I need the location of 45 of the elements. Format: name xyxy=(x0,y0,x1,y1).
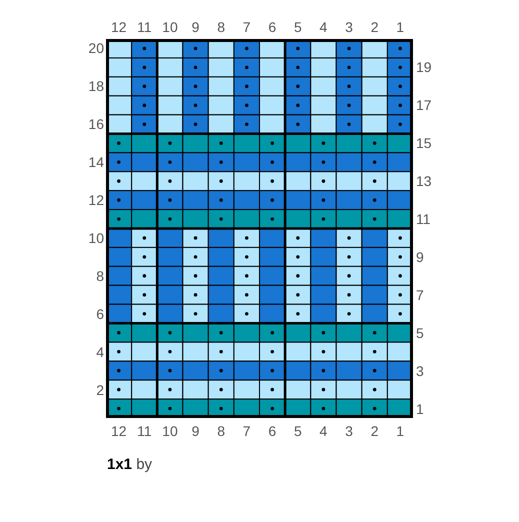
row-number: 5 xyxy=(416,326,424,340)
row-number: 14 xyxy=(88,155,104,170)
row-number: 12 xyxy=(88,193,104,208)
row-number: 7 xyxy=(416,288,424,302)
column-number: 8 xyxy=(217,20,226,34)
row-number: 9 xyxy=(416,250,424,264)
column-number: 4 xyxy=(320,424,328,438)
column-number: 5 xyxy=(294,424,302,438)
column-number: 6 xyxy=(268,424,276,438)
row-number: 15 xyxy=(416,136,432,150)
row-number: 13 xyxy=(416,174,432,188)
chart-title: 1x1 by xyxy=(107,457,152,472)
row-number: 11 xyxy=(416,212,431,226)
column-number: 4 xyxy=(320,20,328,34)
row-number: 6 xyxy=(96,306,104,321)
row-number: 20 xyxy=(88,41,104,56)
column-number: 2 xyxy=(370,424,379,438)
column-number: 7 xyxy=(242,424,251,438)
column-number: 3 xyxy=(345,20,353,34)
row-number: 2 xyxy=(96,382,104,397)
column-number: 12 xyxy=(111,20,127,34)
column-number: 11 xyxy=(137,20,152,34)
column-number: 1 xyxy=(396,424,404,438)
row-number: 3 xyxy=(416,364,424,378)
row-number: 18 xyxy=(88,79,104,94)
column-number: 12 xyxy=(111,424,127,438)
row-number: 16 xyxy=(88,117,104,132)
column-number: 10 xyxy=(162,20,178,34)
column-number: 5 xyxy=(294,20,302,34)
column-number: 8 xyxy=(217,424,226,438)
column-number: 9 xyxy=(192,20,200,34)
row-number: 4 xyxy=(96,344,104,359)
row-number: 1 xyxy=(416,402,424,416)
row-number: 17 xyxy=(416,98,432,112)
row-number: 10 xyxy=(88,230,104,245)
column-number: 1 xyxy=(396,20,404,34)
column-number: 9 xyxy=(192,424,200,438)
column-number: 3 xyxy=(345,424,353,438)
column-number: 11 xyxy=(137,424,152,438)
column-number: 6 xyxy=(268,20,276,34)
row-number: 19 xyxy=(416,60,432,74)
column-number: 2 xyxy=(370,20,379,34)
column-number: 10 xyxy=(162,424,178,438)
row-number: 8 xyxy=(96,268,104,283)
column-number: 7 xyxy=(242,20,251,34)
